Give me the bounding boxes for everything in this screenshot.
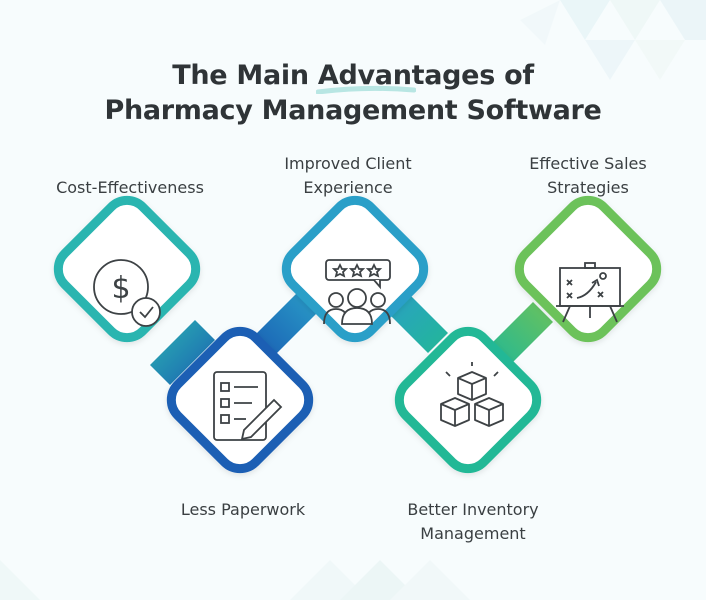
highlight-underline: [315, 85, 416, 94]
label-effective-sales-line-2: Strategies: [547, 178, 629, 197]
label-effective-sales-line-1: Effective Sales: [529, 154, 647, 173]
connector-cost-paperwork: [150, 320, 215, 385]
rating-group-icon: [323, 259, 391, 325]
node-effective-sales-strategies: [514, 195, 662, 343]
title-highlight-text: Advantages: [317, 60, 495, 91]
label-better-inventory: Better Inventory Management: [373, 498, 573, 546]
page-title-line-1: The Main Advantages of: [0, 60, 706, 94]
svg-text:$: $: [111, 271, 130, 306]
label-cost-effectiveness: Cost-Effectiveness: [56, 178, 204, 197]
label-improved-client: Improved Client Experience: [248, 152, 448, 200]
stacked-boxes-icon: [440, 362, 504, 427]
connector-inventory-sales: [490, 302, 553, 365]
checklist-pencil-icon: [213, 371, 283, 441]
title-highlight: Advantages: [315, 60, 495, 94]
label-better-inventory-line-2: Management: [420, 524, 526, 543]
node-cost-effectiveness: [53, 195, 201, 343]
label-less-paperwork: Less Paperwork: [180, 500, 306, 519]
label-improved-client-line-1: Improved Client: [284, 154, 412, 173]
page-title-line-2: Pharmacy Management Software: [104, 95, 602, 126]
node-less-paperwork: [166, 326, 314, 474]
dollar-check-icon: $: [93, 259, 161, 327]
strategy-board-icon: [556, 262, 624, 323]
label-effective-sales: Effective Sales Strategies: [488, 152, 688, 200]
label-better-inventory-line-1: Better Inventory: [407, 500, 539, 519]
title-suffix: of: [494, 60, 534, 91]
node-better-inventory-management: [394, 326, 542, 474]
label-improved-client-line-2: Experience: [303, 178, 393, 197]
title-prefix: The Main: [172, 60, 318, 91]
connector-paperwork-client: [255, 292, 318, 355]
